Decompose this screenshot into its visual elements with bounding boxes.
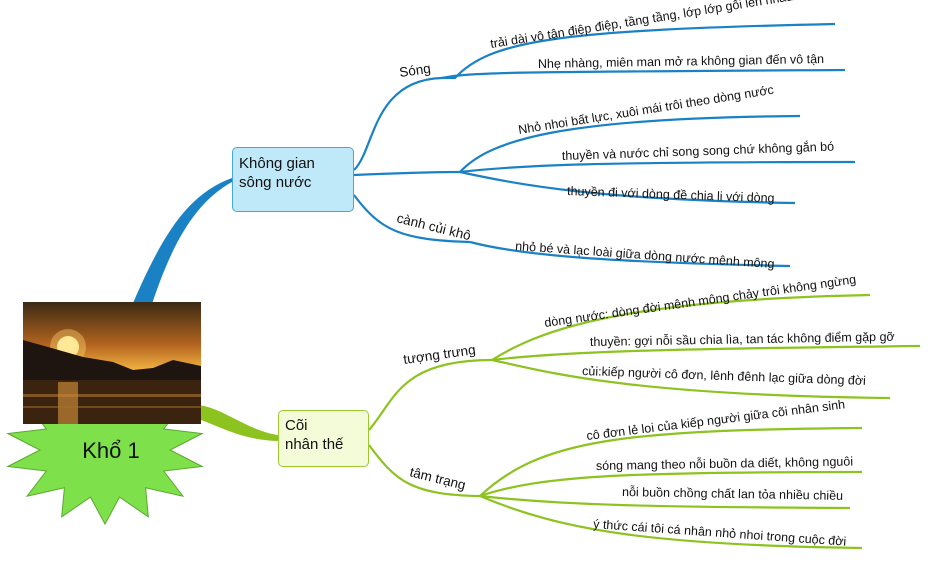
leaf-text: Nhỏ nhoi bất lực, xuôi mái trôi theo dòn… xyxy=(517,83,774,137)
root-label: Khổ 1 xyxy=(82,438,140,463)
branch-coi-nhan-the[interactable]: Cõi nhân thế xyxy=(278,410,369,467)
branch-khong-gian-song-nuoc[interactable]: Không gian sông nước xyxy=(232,147,354,212)
leaf-text: sóng mang theo nỗi buồn da diết, không n… xyxy=(596,454,853,473)
leaf-text: thuyền và nước chỉ song song chứ không g… xyxy=(562,139,835,163)
leaf-text: dòng nước: dòng đời mênh mông chảy trôi … xyxy=(543,272,857,330)
leaf-text: nhỏ bé và lạc loài giữa dòng nước mênh m… xyxy=(515,239,775,271)
sub-label-tuong-trung: tượng trưng xyxy=(402,342,476,367)
blue-branch-lines xyxy=(353,22,856,268)
sunset-photo xyxy=(23,302,201,424)
branch-label-line1: Cõi xyxy=(285,417,308,434)
leaf-text: nỗi buồn chồng chất lan tỏa nhiều chiều xyxy=(622,484,843,503)
branch-label-line2: sông nước xyxy=(239,174,312,191)
sub-label-tam-trang: tâm trạng xyxy=(408,464,467,492)
leaf-text: Nhẹ nhàng, miên man mở ra không gian đến… xyxy=(538,52,824,71)
branch-label-line2: nhân thế xyxy=(285,436,344,453)
leaf-text: thuyền: gợi nỗi sầu chia lìa, tan tác kh… xyxy=(590,329,895,349)
leaf-text: cô đơn lẻ loi của kiếp người giữa cõi nh… xyxy=(586,397,846,443)
sub-label-canh-cui-kho: cành củi khô xyxy=(395,210,472,243)
root-green-connector xyxy=(195,405,278,441)
leaf-text: thuyền đi với dòng đề chia li với dòng xyxy=(567,184,775,205)
branch-label-line1: Không gian xyxy=(239,155,315,172)
root-blue-connector xyxy=(130,178,232,310)
sub-label-song: Sóng xyxy=(398,61,431,80)
green-branch-lines xyxy=(368,293,921,550)
